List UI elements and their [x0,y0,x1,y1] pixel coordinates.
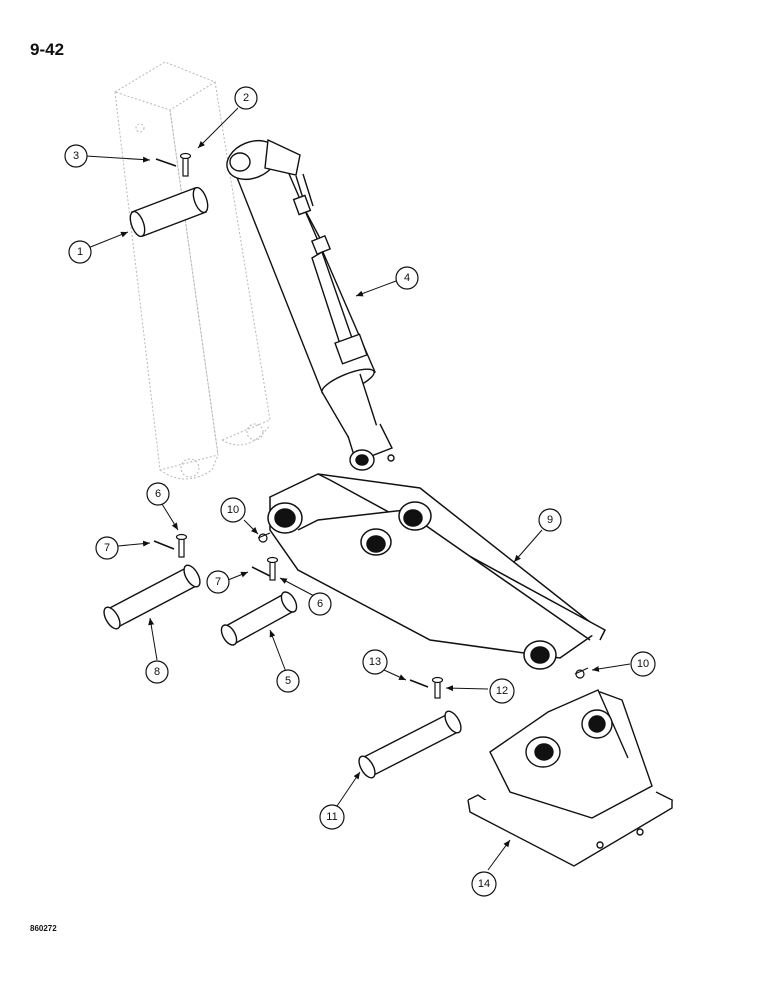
svg-text:3: 3 [73,150,79,162]
figure-id: 860272 [30,924,57,933]
svg-text:12: 12 [496,685,508,697]
callout-13: 13 [362,649,388,675]
callout-7-mid: 7 [206,570,230,594]
callout-5: 5 [276,669,300,693]
cotter-pin-7-mid [251,566,271,577]
svg-text:7: 7 [104,542,110,554]
callout-6-left: 6 [146,482,170,506]
callout-10-lower: 10 [630,651,656,677]
svg-text:14: 14 [478,878,490,890]
cotter-pin-3 [155,158,177,167]
cotter-pin-13 [409,679,429,688]
svg-text:8: 8 [154,666,160,678]
callout-1: 1 [68,240,92,264]
svg-text:4: 4 [404,272,410,284]
callout-3: 3 [64,144,88,168]
svg-text:5: 5 [285,675,291,687]
svg-text:1: 1 [77,246,83,258]
callout-6-mid: 6 [308,592,332,616]
callout-4: 4 [395,266,419,290]
callout-12: 12 [489,678,515,704]
svg-text:10: 10 [637,658,649,670]
mounting-bracket-14 [467,689,674,867]
pin-5 [220,591,298,646]
svg-text:6: 6 [317,598,323,610]
svg-text:10: 10 [227,504,239,516]
callout-10-upper: 10 [220,497,246,523]
boom-ghost [113,61,271,480]
svg-text:2: 2 [243,92,249,104]
svg-text:7: 7 [215,576,221,588]
clevis-pin-6-mid [266,556,279,581]
leader-lines [85,107,631,871]
clevis-pin-12 [431,676,444,699]
callout-14: 14 [471,871,497,897]
svg-text:13: 13 [369,656,381,668]
link-arm-9 [267,473,606,670]
pin-8 [103,564,201,630]
svg-text:9: 9 [547,514,553,526]
grease-fitting-10-lower [574,667,589,679]
callout-9: 9 [538,508,562,532]
clevis-pin-2 [179,152,192,177]
svg-text:6: 6 [155,488,161,500]
callout-2: 2 [234,86,258,110]
callout-8: 8 [145,660,169,684]
callout-11: 11 [319,804,345,830]
pin-1 [129,186,209,238]
clevis-pin-6-left [175,533,188,558]
cotter-pin-7-left [153,540,175,550]
callout-7-left: 7 [95,536,119,560]
page-number: 9-42 [30,40,65,59]
svg-text:11: 11 [326,811,337,823]
pin-11 [358,710,462,779]
hydraulic-cylinder-4 [226,138,395,471]
grease-fitting-10-upper [257,532,271,543]
